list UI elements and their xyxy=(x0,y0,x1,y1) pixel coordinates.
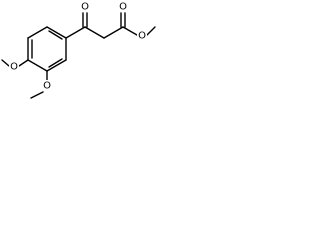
ring-to-ketone-bond xyxy=(65,26,86,39)
ring-double-bond-1 xyxy=(48,30,63,40)
ketone-oxygen-label: O xyxy=(81,2,89,13)
top-methoxy-methyl-bond xyxy=(1,59,10,67)
ester-carbonyl-oxygen-label: O xyxy=(119,2,127,13)
ring-bond-3 xyxy=(46,59,67,72)
ester-to-oxygen-bond xyxy=(122,26,138,36)
ring-bond-6 xyxy=(27,26,48,39)
ester-single-oxygen-label: O xyxy=(138,31,146,42)
ring-double-bond-2 xyxy=(48,58,63,68)
bottom-methoxy-oxygen-label: O xyxy=(43,81,51,92)
methoxy-groups xyxy=(1,59,48,99)
acyl-chain xyxy=(65,12,156,39)
oxygen-to-methyl-bond xyxy=(146,26,156,36)
structure-diagram: O O O O O xyxy=(1,1,156,99)
ch2-to-ester-bond xyxy=(103,26,124,39)
top-methoxy-oxygen-label: O xyxy=(10,62,18,73)
top-methoxy-ring-bond xyxy=(18,59,29,67)
ring-bond-4 xyxy=(27,59,48,72)
benzene-ring xyxy=(27,26,67,72)
ring-bond-1 xyxy=(46,26,67,39)
ketone-to-ch2-bond xyxy=(84,26,105,39)
bottom-methoxy-methyl-bond xyxy=(30,91,44,99)
atom-labels: O O O O O xyxy=(9,1,147,92)
